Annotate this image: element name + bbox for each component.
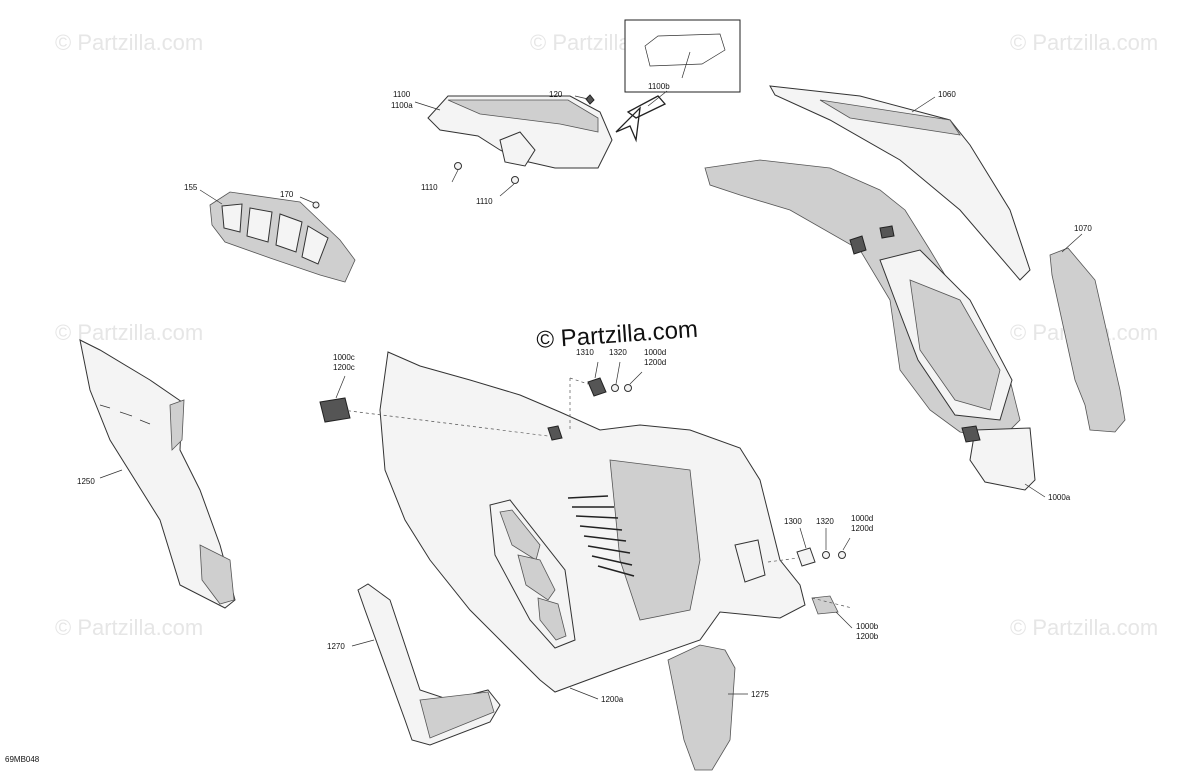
callout-1310[interactable]: 1310 <box>576 348 594 357</box>
part-1270-lower-bracket[interactable] <box>357 583 501 746</box>
callout-1110[interactable]: 1110 <box>476 197 493 206</box>
callout-1300[interactable]: 1300 <box>784 517 802 526</box>
callout-1270[interactable]: 1270 <box>327 642 345 651</box>
watermark: © Partzilla.com <box>55 615 203 640</box>
arrow-icon <box>615 95 667 143</box>
clip-icon <box>319 397 351 423</box>
fasteners-bottom[interactable] <box>796 547 846 615</box>
callout-1070[interactable]: 1070 <box>1074 224 1092 233</box>
part-1200a-side-panel[interactable] <box>319 351 806 693</box>
callout-1320[interactable]: 1320 <box>609 348 627 357</box>
callout-1200a[interactable]: 1200a <box>601 695 624 704</box>
part-1070-side-strip[interactable] <box>1049 247 1126 433</box>
clip-icon <box>879 225 895 239</box>
watermark: © Partzilla.com <box>55 320 203 345</box>
clip-icon <box>811 595 839 615</box>
callout-1200d[interactable]: 1200d <box>851 524 873 533</box>
callout-120[interactable]: 120 <box>549 90 563 99</box>
part-155-vent-grille[interactable] <box>209 191 356 283</box>
watermark: © Partzilla.com <box>55 30 203 55</box>
callout-1200c[interactable]: 1200c <box>333 363 355 372</box>
nut-icon <box>454 162 462 170</box>
screw-icon <box>312 201 320 209</box>
callout-1000a[interactable]: 1000a <box>1048 493 1071 502</box>
nut-icon <box>624 384 632 392</box>
nut-icon <box>838 551 846 559</box>
callout-1250[interactable]: 1250 <box>77 477 95 486</box>
screw-icon <box>585 94 595 105</box>
callout-1200d[interactable]: 1200d <box>644 358 666 367</box>
fasteners-top[interactable] <box>587 377 632 397</box>
part-1100-bracket[interactable] <box>427 94 613 184</box>
nut-icon <box>511 176 519 184</box>
watermark: © Partzilla.com <box>1010 30 1158 55</box>
part-1000a-front-nose[interactable] <box>704 159 1036 491</box>
callout-1000d[interactable]: 1000d <box>851 514 873 523</box>
callout-1000b[interactable]: 1000b <box>856 622 879 631</box>
inset-1100b[interactable] <box>615 19 741 143</box>
part-1250-left-panel[interactable] <box>79 339 236 609</box>
clip-icon <box>547 425 563 441</box>
callout-1100b[interactable]: 1100b <box>648 82 670 91</box>
watermark: © Partzilla.com <box>1010 615 1158 640</box>
callout-155[interactable]: 155 <box>184 183 198 192</box>
part-1060-windshield[interactable] <box>769 85 1031 281</box>
clip-icon <box>961 425 981 443</box>
assembly-lines <box>341 377 853 609</box>
callout-1000d[interactable]: 1000d <box>644 348 666 357</box>
washer-icon <box>611 384 619 392</box>
diagram-code: 69MB048 <box>5 755 40 764</box>
callout-1000c[interactable]: 1000c <box>333 353 355 362</box>
callout-1100a[interactable]: 1100a <box>391 101 413 110</box>
clip-icon <box>849 235 867 255</box>
callout-1320[interactable]: 1320 <box>816 517 834 526</box>
callout-170[interactable]: 170 <box>280 190 294 199</box>
part-1275-pad[interactable] <box>667 644 736 771</box>
callout-labels: 1100 1100a 120 1100b 1060 155 170 1110 1… <box>77 82 1092 704</box>
callout-1060[interactable]: 1060 <box>938 90 956 99</box>
washer-icon <box>822 551 830 559</box>
leader-lines <box>99 90 1083 700</box>
center-watermark: © Partzilla.com <box>536 316 699 354</box>
grommet-icon <box>587 377 607 397</box>
grommet-icon <box>796 547 816 567</box>
callout-1275[interactable]: 1275 <box>751 690 769 699</box>
callout-1100[interactable]: 1100 <box>393 90 411 99</box>
callout-1110[interactable]: 1110 <box>421 183 438 192</box>
callout-1200b[interactable]: 1200b <box>856 632 879 641</box>
